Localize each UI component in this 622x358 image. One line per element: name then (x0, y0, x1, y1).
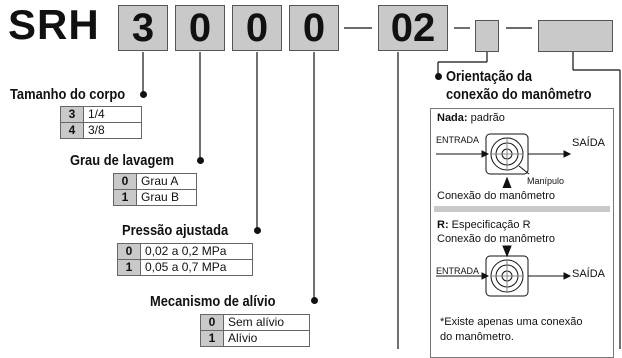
gauge-entry-label: ENTRADA (436, 135, 480, 145)
code-box-relief: 0 (289, 5, 339, 51)
gauge-exit-label: SAÍDA (572, 137, 606, 149)
gauge-entry-label-2: ENTRADA (436, 266, 480, 276)
code-box-body-size: 3 (118, 5, 168, 51)
gauge-none-label: padrão (470, 112, 505, 124)
body-size-dot (140, 91, 147, 98)
inlet-arrowhead (481, 150, 490, 158)
r-valve-body (485, 255, 529, 297)
option-label: Sem alívio (223, 314, 310, 331)
gauge-handle-label: Manípulo (527, 176, 565, 186)
divider-bar (434, 206, 610, 212)
flushing-title: Grau de lavagem (70, 152, 174, 169)
r-orientation-diagram (436, 245, 572, 297)
option-code: 0 (113, 173, 137, 190)
handle-leader (518, 165, 530, 175)
option-label: Alívio (223, 330, 310, 347)
option-code: 3 (60, 106, 84, 123)
option-label: Grau A (136, 173, 197, 190)
option-code: 1 (200, 330, 224, 347)
code-box-flushing: 0 (175, 5, 225, 51)
outlet-arrowhead (563, 150, 572, 158)
option-label: Grau B (136, 189, 197, 206)
option-label: 0,02 a 0,2 MPa (140, 243, 253, 260)
option-code: 1 (113, 189, 137, 206)
pressure-dot (254, 227, 261, 234)
valve-body (485, 133, 529, 175)
gauge-note-line2: do manômetro. (440, 331, 514, 343)
body-size-title: Tamanho do corpo (10, 86, 126, 103)
gauge-r-code: R: (437, 219, 449, 231)
r-inlet-arrowhead (481, 272, 490, 280)
option-label: 0,05 a 0,7 MPa (140, 259, 253, 276)
flushing-dot (197, 157, 204, 164)
option-code: 4 (60, 122, 84, 139)
gauge-port-label-2: Conexão do manômetro (437, 233, 556, 245)
standard-orientation-diagram (436, 133, 572, 188)
code-box-suffix: 02 (378, 5, 448, 51)
pressure-title: Pressão ajustada (122, 222, 229, 239)
code-box-gauge-blank (475, 20, 499, 52)
option-label: 3/8 (83, 122, 142, 139)
gauge-port-label-1: Conexão do manômetro (437, 190, 556, 202)
option-code: 0 (200, 314, 224, 331)
gauge-r-line: R: Especificação R (437, 219, 531, 231)
relief-title: Mecanismo de alívio (150, 293, 276, 310)
code-box-pressure: 0 (232, 5, 282, 51)
gauge-port-arrow (502, 176, 512, 188)
option-code: 0 (117, 243, 141, 260)
gauge-dot (435, 73, 442, 80)
r-gauge-port-arrow (502, 245, 512, 258)
option-code: 1 (117, 259, 141, 276)
gauge-none-line: Nada: padrão (437, 112, 505, 124)
relief-dot (311, 297, 318, 304)
gauge-none-code: Nada: (437, 112, 468, 124)
r-outlet-arrowhead (563, 272, 572, 280)
option-label: 1/4 (83, 106, 142, 123)
gauge-note-line1: *Existe apenas uma conexão (440, 316, 583, 328)
connector-lines (142, 27, 621, 349)
code-box-option-blank (538, 20, 613, 52)
gauge-title-line2: conexão do manômetro (446, 86, 592, 103)
gauge-title-line1: Orientação da (446, 68, 533, 85)
gauge-r-label: Especificação R (451, 219, 531, 231)
gauge-exit-label-2: SAÍDA (572, 268, 606, 280)
model-prefix: SRH (8, 1, 100, 48)
